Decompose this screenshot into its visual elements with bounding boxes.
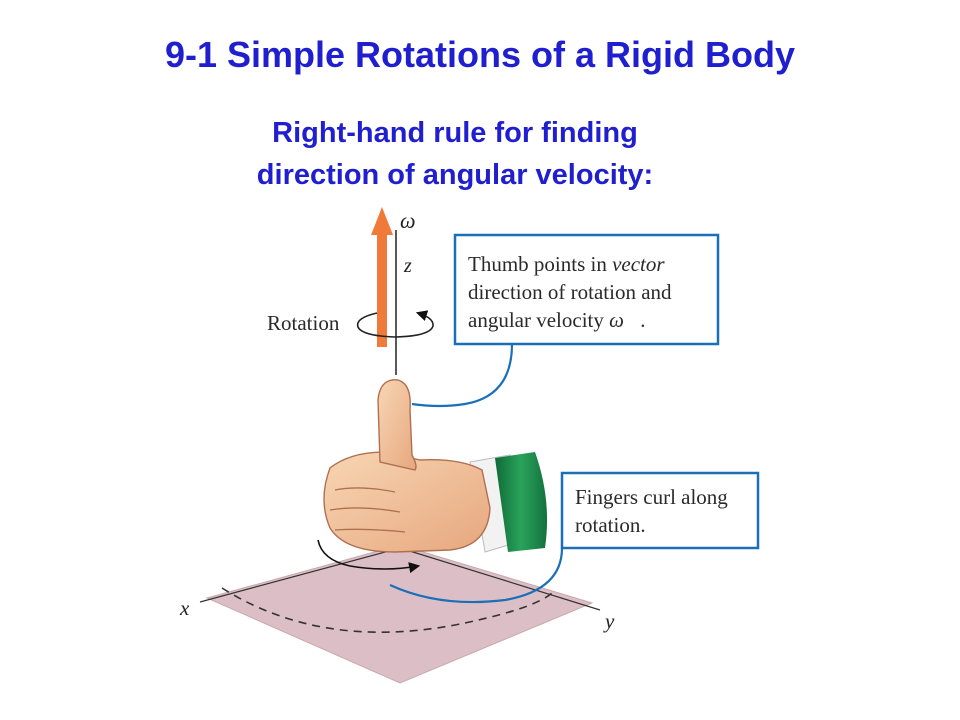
fingers-line2: rotation.	[575, 513, 646, 537]
fingers-callout-text: Fingers curl along rotation.	[575, 485, 733, 537]
omega-label: ω⃗	[400, 208, 433, 233]
fingers-callout-connector	[389, 547, 564, 604]
thumb-line1-b: vector	[612, 252, 665, 276]
finger-creases	[329, 487, 406, 533]
slide-title: 9-1 Simple Rotations of a Rigid Body	[164, 34, 796, 75]
thumb-callout-box	[453, 233, 720, 346]
thumb-callout-connector	[411, 343, 514, 408]
xy-plane	[205, 544, 594, 684]
x-label: x	[179, 596, 190, 620]
z-label: z	[403, 255, 412, 277]
omega-vector-head	[371, 207, 393, 235]
y-label: y	[603, 609, 615, 633]
x-axis	[199, 547, 401, 603]
subtitle-line-1: Right-hand rule for finding	[272, 117, 638, 149]
thumb-callout-text: Thumb points in vector direction of rota…	[468, 252, 677, 332]
sleeve-cuff	[495, 452, 548, 552]
hand-thumb	[377, 379, 417, 471]
rotation-label: Rotation	[267, 311, 340, 335]
subtitle-line-2: direction of angular velocity:	[256, 159, 654, 191]
slide-subtitle: Right-hand rule for finding direction of…	[0, 112, 910, 196]
thumb-line3-period: .	[640, 308, 645, 332]
thumb-line3-a: angular velocity	[468, 308, 609, 332]
omega-vector-shaft	[377, 232, 387, 347]
curl-arrow	[317, 539, 421, 574]
thumb-line2: direction of rotation and	[468, 280, 672, 304]
y-axis	[399, 547, 601, 611]
rotation-arc	[356, 310, 434, 338]
dashed-arc	[221, 587, 556, 633]
thumb-line3-omega: ω⃗	[609, 308, 640, 332]
fingers-line1: Fingers curl along	[575, 485, 728, 509]
fingers-callout-box	[560, 471, 760, 550]
thumb-line1-a: Thumb points in	[468, 252, 612, 276]
